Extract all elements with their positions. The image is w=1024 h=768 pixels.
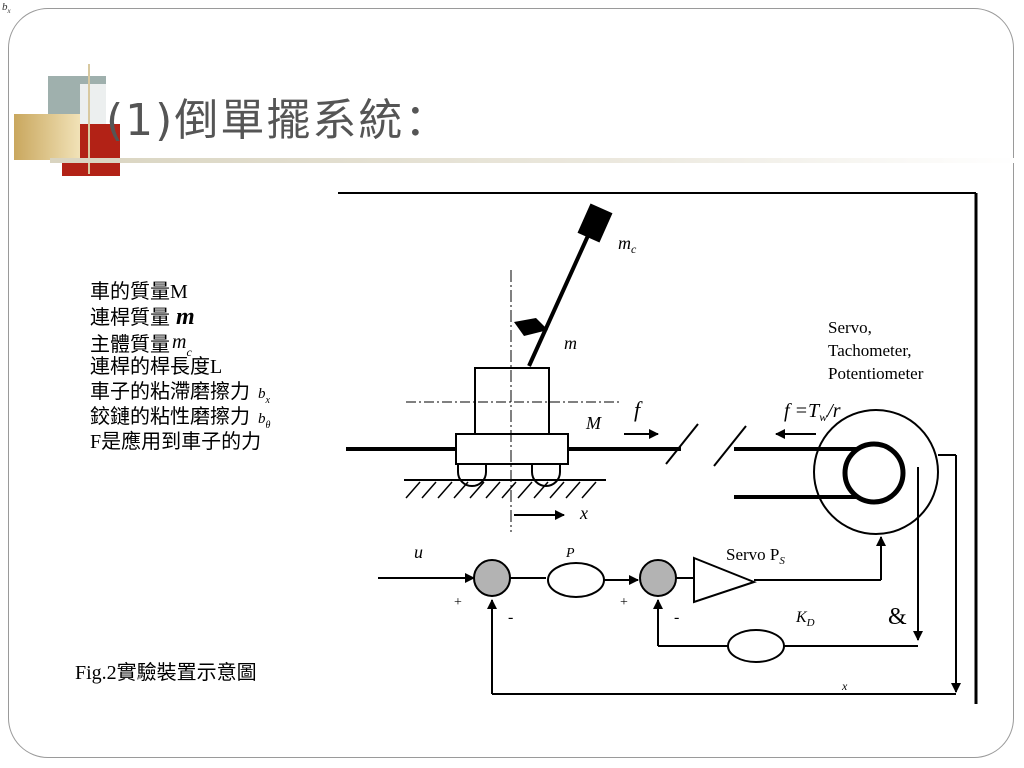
left-wheel	[457, 464, 487, 487]
label-servo-ps: Servo PS	[726, 545, 785, 567]
servo-outer-circle	[813, 409, 939, 535]
label-xdot: &	[888, 604, 907, 630]
label-m: m	[564, 333, 577, 353]
label-x-bottom: x	[841, 679, 848, 693]
deco-white-square	[80, 84, 126, 124]
inverted-pendulum-diagram: mc m M f f =Tw/r Servo, Tachometer, Pote…	[338, 192, 978, 704]
label-x: x	[579, 503, 588, 523]
right-wheel	[531, 464, 561, 487]
angle-marker	[514, 318, 548, 336]
pendulum-rod	[527, 217, 598, 367]
param-cart-mass: 車的質量M	[90, 281, 188, 303]
param-applied-force: F是應用到車子的力	[90, 431, 262, 453]
title-underline	[50, 158, 1020, 163]
belt-break-right	[713, 425, 747, 467]
label-servo-2: Tachometer,	[828, 341, 912, 360]
label-M: M	[585, 413, 602, 433]
deco-gold-square	[14, 114, 80, 160]
label-mc: mc	[618, 233, 637, 256]
label-servo-3: Potentiometer	[828, 364, 924, 383]
belt-break-left	[665, 423, 699, 465]
label-plus-1: +	[454, 595, 462, 610]
servo-pulley	[842, 441, 906, 505]
label-kd: KD	[795, 609, 815, 629]
summing-junction-2	[639, 559, 677, 597]
ground-hatch	[405, 481, 597, 499]
label-f: f	[634, 397, 643, 422]
param-rod-length: 連桿的桿長度L	[90, 356, 223, 378]
slide-frame	[8, 8, 1014, 758]
figure-caption: Fig.2實驗裝置示意圖	[75, 662, 257, 684]
corner-mark: bx	[2, 1, 11, 16]
page-title: (1)倒單擺系統：	[106, 95, 451, 146]
cart-lower-body	[455, 433, 569, 465]
label-u: u	[414, 542, 423, 562]
label-minus-2: -	[674, 609, 679, 626]
servo-amplifier	[693, 556, 757, 604]
end-mass	[577, 203, 613, 243]
cart-upper-block	[474, 367, 550, 435]
label-P: P	[565, 546, 575, 561]
summing-junction-1	[473, 559, 511, 597]
p-controller	[547, 562, 605, 598]
label-minus-1: -	[508, 609, 513, 626]
kd-gain	[727, 629, 785, 663]
label-force-eq: f =Tw/r	[784, 400, 841, 424]
deco-vertical-line	[88, 64, 90, 174]
label-plus-2: +	[620, 595, 628, 610]
label-servo-1: Servo,	[828, 318, 872, 337]
